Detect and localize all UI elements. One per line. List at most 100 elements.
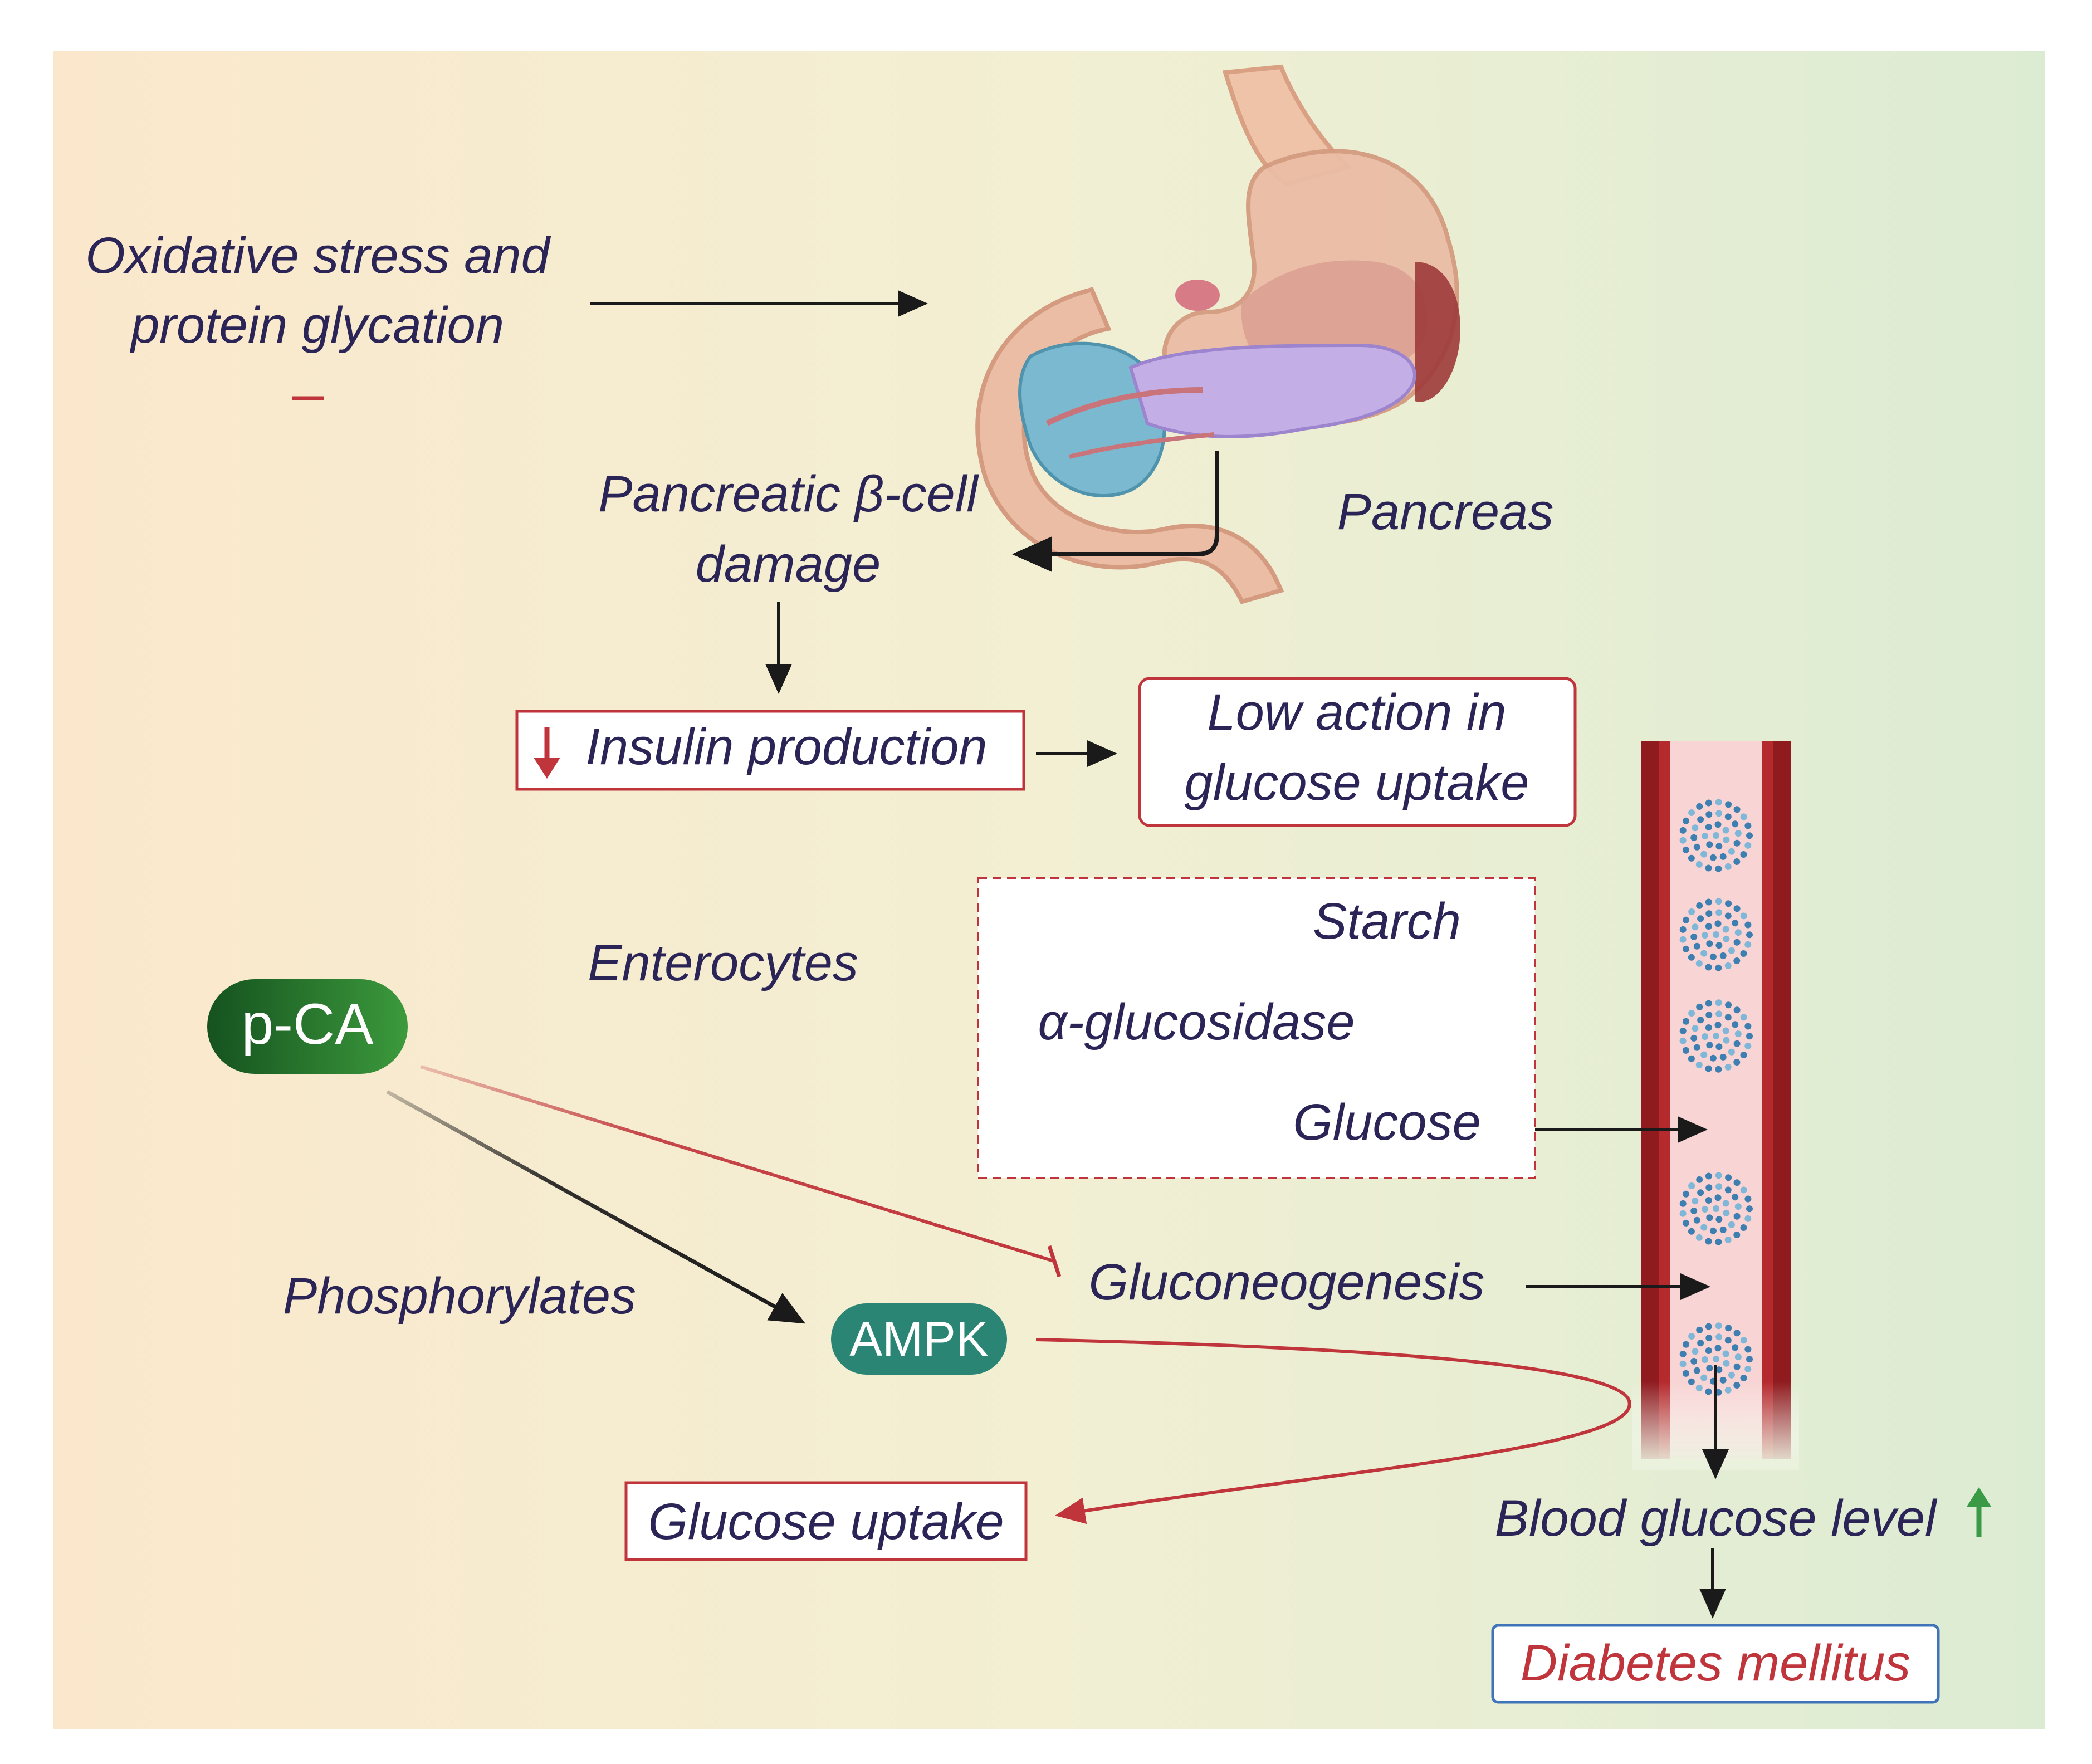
glucose-particle	[1688, 954, 1695, 961]
glucose-particle	[1690, 1357, 1698, 1365]
glucose-particle	[1682, 1047, 1689, 1054]
glucose-particle	[1688, 1333, 1695, 1340]
glucose-particle	[1702, 1033, 1708, 1040]
glucose-particle	[1700, 950, 1708, 957]
glucose-particle	[1697, 915, 1704, 922]
glucose-particle	[1692, 1025, 1699, 1032]
glucose-particle	[1728, 1221, 1735, 1228]
glucose-label: Glucose	[1293, 1094, 1481, 1151]
glucose-particle	[1744, 921, 1752, 929]
glucose-particle	[1715, 865, 1722, 872]
arrow-ampk-to-glucose-uptake	[1035, 1338, 1631, 1524]
glucose-particle	[1732, 1194, 1739, 1201]
glucose-particle	[1688, 1228, 1695, 1235]
glucose-particle	[1700, 1224, 1708, 1231]
glucose-particle	[1696, 1326, 1703, 1333]
glucose-particle	[1715, 799, 1722, 806]
glucose-particle	[1733, 957, 1741, 964]
glucose-particle	[1733, 839, 1741, 847]
glucose-particle	[1740, 1186, 1747, 1194]
glucose-particle	[1705, 1024, 1712, 1031]
glucose-particle	[1688, 1055, 1695, 1062]
glucose-particle	[1724, 813, 1732, 820]
glucose-particle	[1706, 1214, 1713, 1221]
glucose-particle	[1679, 1027, 1687, 1034]
glucose-particle	[1724, 1337, 1732, 1344]
arrow-pancreas-to-beta-cell	[1012, 451, 1219, 572]
glucose-particle	[1715, 1322, 1722, 1330]
glucose-particle	[1702, 1206, 1708, 1213]
glucose-particle	[1724, 1063, 1732, 1071]
glucose-particle	[1693, 843, 1700, 851]
glucose-particle	[1740, 851, 1747, 858]
glucose-particle	[1714, 1345, 1722, 1352]
gluconeogenesis-label: Gluconeogenesis	[1089, 1254, 1485, 1311]
glucose-particle	[1705, 864, 1712, 872]
glucose-particle	[1679, 1350, 1687, 1357]
glucose-particle	[1679, 926, 1687, 933]
glucose-particle	[1705, 910, 1713, 917]
glucose-particle	[1693, 942, 1700, 950]
glucose-particle	[1714, 1194, 1722, 1201]
glucose-particle	[1732, 920, 1739, 927]
ampk-label: AMPK	[849, 1311, 988, 1366]
glucose-particle	[1713, 832, 1719, 839]
glucose-particle	[1715, 1043, 1723, 1050]
glucose-particle	[1702, 833, 1708, 839]
ampk-node	[831, 1303, 1007, 1375]
glucose-particle	[1705, 1065, 1712, 1072]
glucose-particle	[1679, 1037, 1687, 1044]
glucose-particle	[1697, 816, 1704, 823]
glucose-particle	[1715, 1183, 1723, 1190]
glucose-particle	[1744, 1042, 1752, 1049]
glucose-particle	[1693, 1367, 1700, 1374]
glucose-particle	[1733, 939, 1741, 946]
glucose-particle	[1728, 947, 1735, 954]
glucose-particle	[1733, 1232, 1741, 1238]
glucose-particle	[1740, 1375, 1747, 1381]
glucose-particle	[1740, 1052, 1747, 1058]
glucose-particle	[1723, 1360, 1730, 1367]
glucose-particle	[1679, 936, 1687, 943]
glucose-particle	[1719, 1053, 1727, 1061]
oxidative-label-line2: protein glycation	[129, 297, 504, 354]
glucose-particle	[1725, 1174, 1732, 1181]
glucose-particle	[1702, 1356, 1708, 1363]
glucose-particle	[1700, 1374, 1708, 1381]
glucose-particle	[1744, 941, 1752, 948]
glucose-uptake-label: Glucose uptake	[648, 1493, 1004, 1550]
glucose-particle	[1722, 926, 1729, 933]
glucose-particle	[1706, 841, 1713, 848]
glucose-particle	[1715, 810, 1723, 817]
glucose-particle	[1709, 854, 1717, 861]
glucose-particle	[1728, 1048, 1735, 1056]
glucose-particle	[1693, 1216, 1700, 1224]
pca-node	[207, 979, 408, 1074]
glucose-particle	[1683, 1018, 1689, 1025]
starch-label: Starch	[1313, 893, 1461, 950]
glucose-particle	[1700, 1051, 1708, 1058]
glucose-particle	[1679, 1210, 1687, 1217]
glucose-particle	[1744, 1215, 1752, 1222]
glucose-particle	[1705, 799, 1712, 807]
glucose-particle	[1714, 920, 1722, 927]
glucose-particle	[1733, 1040, 1741, 1047]
glucose-particle	[1722, 1350, 1729, 1357]
glucose-particle	[1696, 1176, 1703, 1183]
glucose-particle	[1696, 1003, 1703, 1010]
glucose-particle	[1682, 945, 1689, 952]
glucose-particle	[1740, 1014, 1747, 1021]
phosphorylates-label: Phosphorylates	[283, 1268, 636, 1325]
glucose-particle	[1705, 1388, 1712, 1395]
glucose-particle	[1724, 1014, 1732, 1021]
arrow-pca-to-ampk	[386, 1089, 806, 1324]
glucose-particle	[1724, 1186, 1732, 1194]
glucose-particle	[1688, 908, 1695, 915]
glucose-particle	[1690, 1034, 1698, 1042]
glucose-particle	[1744, 842, 1752, 849]
enterocyte-box	[977, 877, 1536, 1179]
glucose-particle	[1725, 1001, 1732, 1009]
glucose-particle	[1734, 830, 1742, 837]
pancreas-label: Pancreas	[1337, 483, 1554, 540]
glucose-particle	[1724, 1386, 1732, 1394]
